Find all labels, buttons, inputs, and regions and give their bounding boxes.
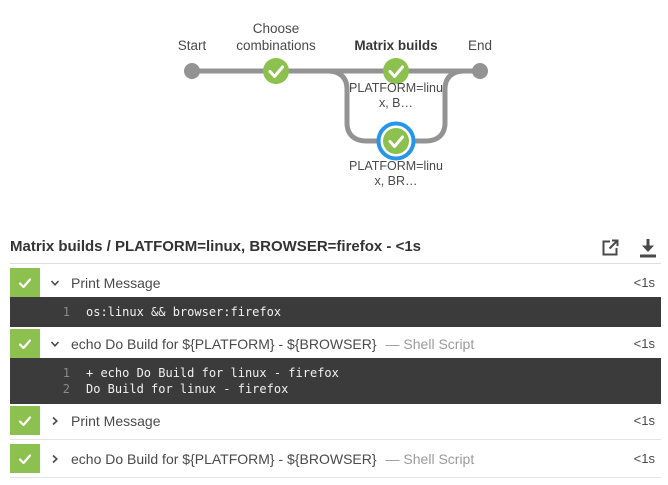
step-status-success [10, 444, 40, 473]
step-label: Print Message [71, 274, 161, 291]
pipeline-graph: Start Choose combinations Matrix builds … [0, 0, 668, 210]
step-duration: <1s [633, 451, 655, 466]
check-icon [388, 65, 404, 78]
node-branch-platform-linux-br-selected[interactable] [376, 121, 416, 161]
branch-label-platform-linux-br: PLATFORM=linu x, BR… [349, 159, 443, 188]
step-status-success [10, 268, 40, 297]
stage-label-start: Start [177, 38, 207, 53]
chevron-down-icon[interactable] [49, 277, 61, 289]
check-icon [268, 65, 284, 78]
line-number[interactable]: 1 [62, 366, 70, 380]
result-header-actions [598, 236, 660, 260]
download-log-icon[interactable] [636, 236, 660, 260]
line-number[interactable]: 1 [62, 305, 70, 319]
end-terminal-dot [472, 63, 488, 79]
line-number[interactable]: 2 [62, 382, 70, 396]
step-shell-script-1: echo Do Build for ${PLATFORM} - ${BROWSE… [10, 329, 661, 404]
step-shell-script-2: echo Do Build for ${PLATFORM} - ${BROWSE… [10, 444, 661, 478]
stage-label-matrix-builds: Matrix builds [354, 38, 438, 53]
step-row[interactable]: Print Message <1s [10, 406, 661, 435]
start-terminal-dot [184, 63, 200, 79]
console-line: 2 Do Build for linux - firefox [10, 381, 661, 397]
console-line: 1 + echo Do Build for linux - firefox [10, 365, 661, 381]
step-print-message-2: Print Message <1s [10, 406, 661, 440]
check-icon [18, 277, 32, 288]
console-line: 1 os:linux && browser:firefox [10, 304, 661, 320]
line-text: os:linux && browser:firefox [86, 305, 282, 319]
step-print-message-1: Print Message <1s 1 os:linux && browser:… [10, 268, 661, 327]
chevron-right-icon[interactable] [49, 415, 61, 427]
check-icon [18, 415, 32, 426]
node-choose-combinations[interactable] [263, 58, 289, 84]
step-duration: <1s [633, 413, 655, 428]
check-icon [18, 453, 32, 464]
pipeline-graph-canvas [184, 58, 488, 161]
step-label: echo Do Build for ${PLATFORM} - ${BROWSE… [71, 335, 377, 352]
stage-label-end: End [467, 38, 493, 53]
console-log: 1 os:linux && browser:firefox [10, 297, 661, 327]
node-branch-platform-linux-b[interactable] [383, 58, 409, 84]
line-text: + echo Do Build for linux - firefox [86, 366, 339, 380]
open-in-new-window-icon[interactable] [598, 236, 622, 260]
step-label: echo Do Build for ${PLATFORM} - ${BROWSE… [71, 450, 377, 467]
console-log: 1 + echo Do Build for linux - firefox 2 … [10, 358, 661, 404]
chevron-down-icon[interactable] [49, 338, 61, 350]
line-text: Do Build for linux - firefox [86, 382, 289, 396]
chevron-right-icon[interactable] [49, 453, 61, 465]
step-annotation: — Shell Script [385, 335, 475, 352]
step-label: Print Message [71, 412, 161, 429]
step-status-success [10, 329, 40, 358]
step-annotation: — Shell Script [385, 450, 475, 467]
stage-label-choose-combinations: Choose combinations [236, 21, 316, 53]
branch-label-platform-linux-b: PLATFORM=linu x, B… [349, 81, 443, 110]
check-icon [388, 135, 404, 148]
result-header-title: Matrix builds / PLATFORM=linux, BROWSER=… [10, 238, 422, 255]
check-icon [18, 338, 32, 349]
steps-list: Print Message <1s 1 os:linux && browser:… [10, 263, 661, 482]
step-status-success [10, 406, 40, 435]
step-row[interactable]: Print Message <1s [10, 268, 661, 297]
step-duration: <1s [633, 336, 655, 351]
step-duration: <1s [633, 275, 655, 290]
step-row[interactable]: echo Do Build for ${PLATFORM} - ${BROWSE… [10, 329, 661, 358]
step-row[interactable]: echo Do Build for ${PLATFORM} - ${BROWSE… [10, 444, 661, 473]
